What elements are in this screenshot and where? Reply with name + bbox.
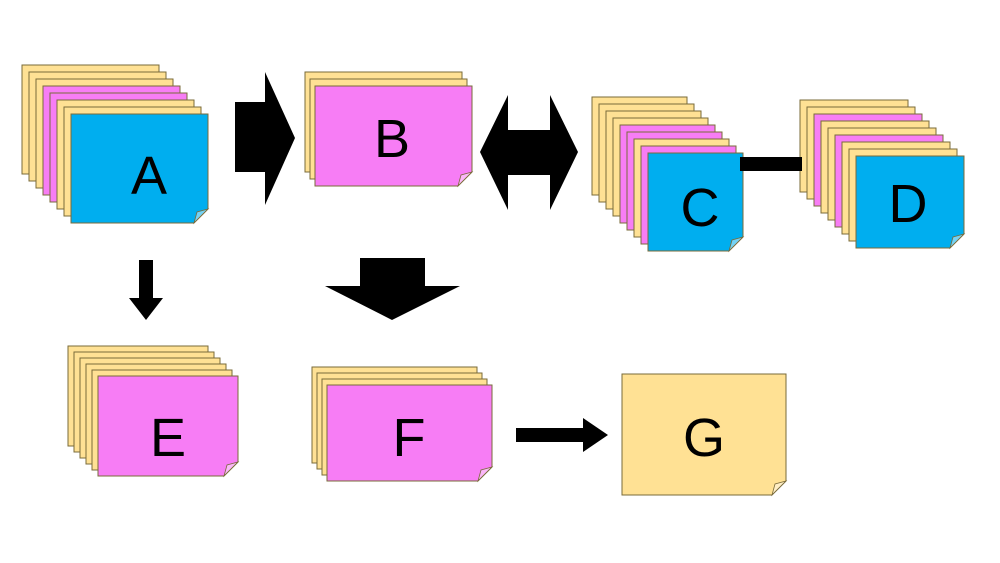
- note-stack-e: [67, 345, 240, 478]
- note-stack-a: [21, 64, 210, 225]
- connectors: [129, 72, 802, 452]
- note-curl-b-2: [457, 171, 474, 188]
- note-curl-a-7: [193, 208, 210, 225]
- note-stack-g: [621, 373, 788, 497]
- note-label-f: F: [393, 408, 426, 468]
- line-c-to-d: [740, 157, 802, 171]
- note-labels: A B C D E F G: [131, 109, 928, 468]
- note-label-d: D: [889, 174, 928, 234]
- double-arrow-b-to-c: [480, 95, 578, 210]
- note-stack-d: [799, 99, 966, 250]
- note-curl-c-8: [728, 236, 745, 253]
- note-stack-f: [311, 366, 494, 483]
- note-label-e: E: [150, 408, 186, 468]
- note-curl-d-8: [949, 233, 966, 250]
- note-curl-e-5: [223, 461, 240, 478]
- note-stack-b: [304, 71, 474, 188]
- arrow-a-to-e: [129, 260, 163, 320]
- block-arrow-a-to-b: [235, 72, 295, 205]
- note-label-c: C: [681, 178, 720, 238]
- note-label-a: A: [131, 146, 167, 206]
- note-label-b: B: [374, 109, 410, 169]
- arrow-f-to-g: [516, 418, 608, 452]
- note-curl-g-0: [771, 480, 788, 497]
- note-stack-c: [591, 96, 745, 253]
- note-curl-f-3: [477, 466, 494, 483]
- note-stacks: [21, 64, 966, 497]
- note-label-g: G: [683, 408, 725, 468]
- block-arrow-b-to-f: [325, 258, 460, 320]
